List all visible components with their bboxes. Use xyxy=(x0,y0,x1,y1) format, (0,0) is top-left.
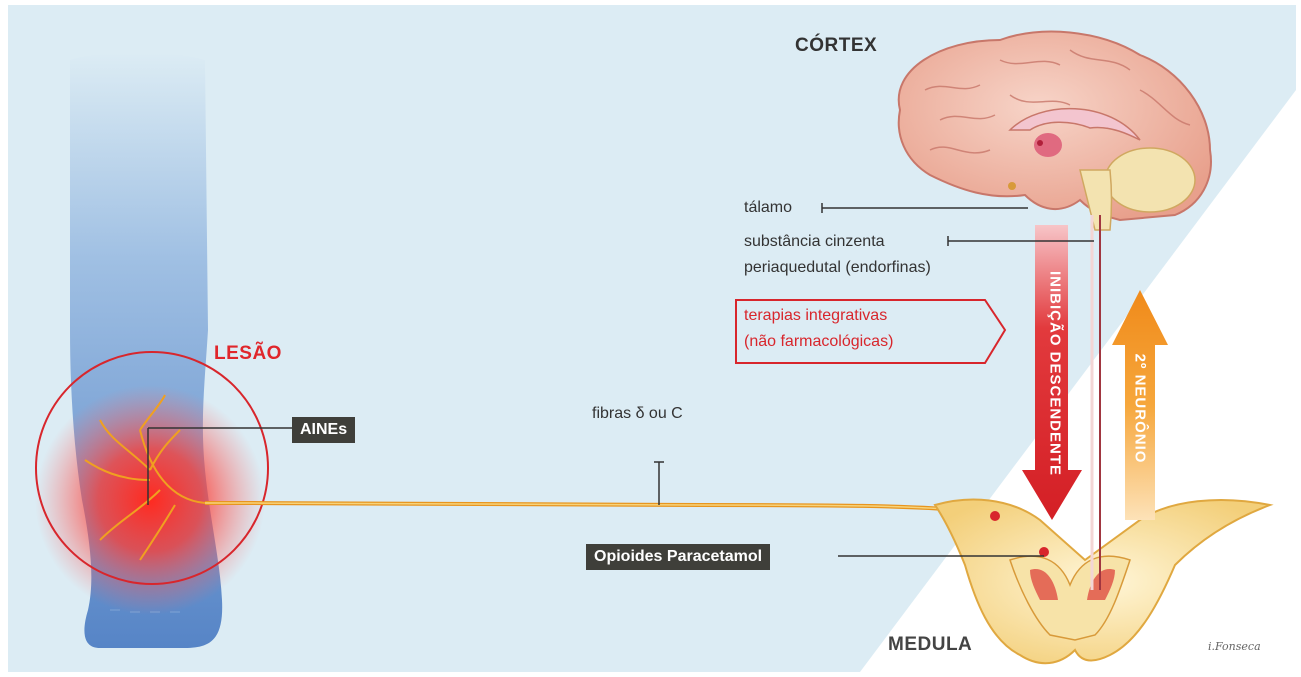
substancia-label-line1: substância cinzenta xyxy=(744,233,885,250)
terapias-label-line2: (não farmacológicas) xyxy=(744,333,894,350)
medula-label: MEDULA xyxy=(888,634,973,655)
lesao-label: LESÃO xyxy=(214,343,282,364)
lesion-circle xyxy=(35,351,269,585)
talamo-label: tálamo xyxy=(744,199,793,216)
synapse-dot xyxy=(1039,547,1049,557)
terapias-label-line1: terapias integrativas xyxy=(744,307,888,324)
substancia-label-line2: periaquedutal (endorfinas) xyxy=(744,259,931,276)
segundo-neuronio-label: 2º NEURÔNIO xyxy=(1131,353,1149,464)
opioides-label: Opioides Paracetamol xyxy=(586,544,771,570)
inibicao-descendente-label: INIBIÇÃO DESCENDENTE xyxy=(1046,270,1064,477)
terapias-box-outline xyxy=(735,299,1007,364)
brain-illustration xyxy=(897,30,1212,231)
descending-inhibition-arrow xyxy=(1022,225,1082,520)
cortex-label: CÓRTEX xyxy=(795,35,878,56)
synapse-dot xyxy=(990,511,1000,521)
lesion-nerve-branches xyxy=(84,394,206,561)
fibras-label: fibras δ ou C xyxy=(592,405,683,422)
artist-signature: i.Fonseca xyxy=(1208,640,1261,653)
aines-label: AINEs xyxy=(292,417,356,443)
second-neuron-arrow xyxy=(1112,290,1168,520)
